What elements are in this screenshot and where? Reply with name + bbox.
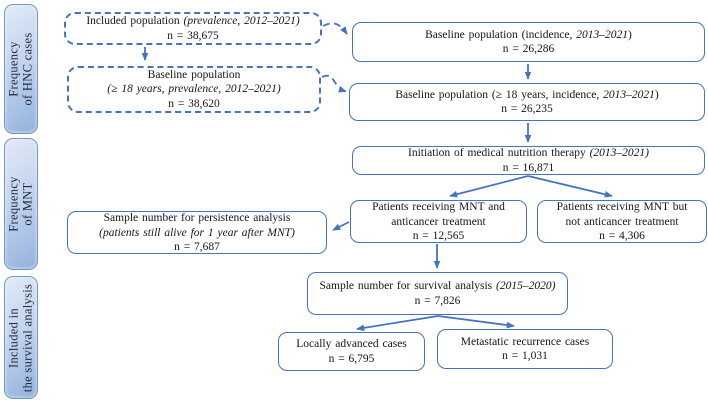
arrow-mnt-to-anticancer [449,175,529,198]
box-title: Metastatic recurrence cases [460,335,590,348]
box-count: n = 7,826 [414,294,461,307]
box-title: Patients receiving MNT but [556,201,688,214]
sidebar-frequency-hnc: Frequency of HNC cases [4,4,38,134]
arrow-survival-to-locally-advanced [356,315,439,332]
box-title-2: not anticancer treatment [565,215,679,228]
box-baseline-adult-incidence: Baseline population (≥ 18 years, inciden… [349,83,705,121]
arrow-baseline-prevalence-to-adult-incidence [321,74,347,93]
arrow-mnt-to-no-anticancer [527,175,613,198]
box-included-population-prevalence: Included population (prevalence, 2012–20… [64,12,322,45]
box-title: Patients receiving MNT and [372,201,505,214]
box-title: Baseline population (≥ 18 years, inciden… [395,88,659,101]
box-count: n = 16,871 [502,161,555,174]
box-count: n = 38,675 [167,29,219,42]
box-title: Sample number for survival analysis (201… [319,280,556,293]
box-count: n = 26,286 [502,43,555,55]
box-title: Baseline population (incidence, 2013–202… [425,28,632,41]
box-subtitle: (patients still alive for 1 year after M… [99,226,295,239]
box-count: n = 7,687 [174,240,220,253]
box-count: n = 12,565 [412,229,465,242]
box-subtitle: (≥ 18 years, prevalence, 2012–2021) [107,83,281,96]
arrow-anticancer-to-persistence [332,221,350,231]
box-metastatic-recurrence: Metastatic recurrence cases n = 1,031 [437,329,613,369]
box-persistence-analysis: Sample number for persistence analysis (… [67,211,327,254]
box-count: n = 4,306 [599,229,645,242]
box-title: Sample number for persistence analysis [103,212,291,225]
sidebar-frequency-mnt: Frequency of MNT [4,138,38,270]
box-title: Initiation of medical nutrition therapy … [407,147,650,160]
box-title: Locally advanced cases [296,338,407,351]
box-title: Baseline population [147,69,241,82]
box-count: n = 1,031 [502,350,548,362]
box-locally-advanced: Locally advanced cases n = 6,795 [278,332,425,371]
sidebar-survival-analysis-label: Included in the survival analysis [6,283,35,392]
sidebar-frequency-mnt-label: Frequency of MNT [6,176,35,232]
box-count: n = 6,795 [328,352,375,365]
sidebar-survival-analysis: Included in the survival analysis [4,276,38,399]
box-survival-analysis-sample: Sample number for survival analysis (201… [307,272,568,315]
box-mnt-initiation: Initiation of medical nutrition therapy … [352,146,705,175]
box-count: n = 38,620 [168,97,220,110]
arrow-survival-to-metastatic [437,315,515,329]
box-count: n = 26,235 [501,103,553,115]
box-title-2: anticancer treatment [391,215,486,228]
box-baseline-population-prevalence: Baseline population (≥ 18 years, prevale… [67,66,321,113]
box-title: Included population (prevalence, 2012–20… [86,15,300,28]
arrow-included-to-baseline-incidence [322,22,348,35]
box-mnt-no-anticancer: Patients receiving MNT but not anticance… [537,200,707,243]
box-mnt-anticancer: Patients receiving MNT and anticancer tr… [350,200,527,243]
box-baseline-population-incidence: Baseline population (incidence, 2013–202… [352,22,705,62]
sidebar-frequency-hnc-label: Frequency of HNC cases [6,32,35,106]
